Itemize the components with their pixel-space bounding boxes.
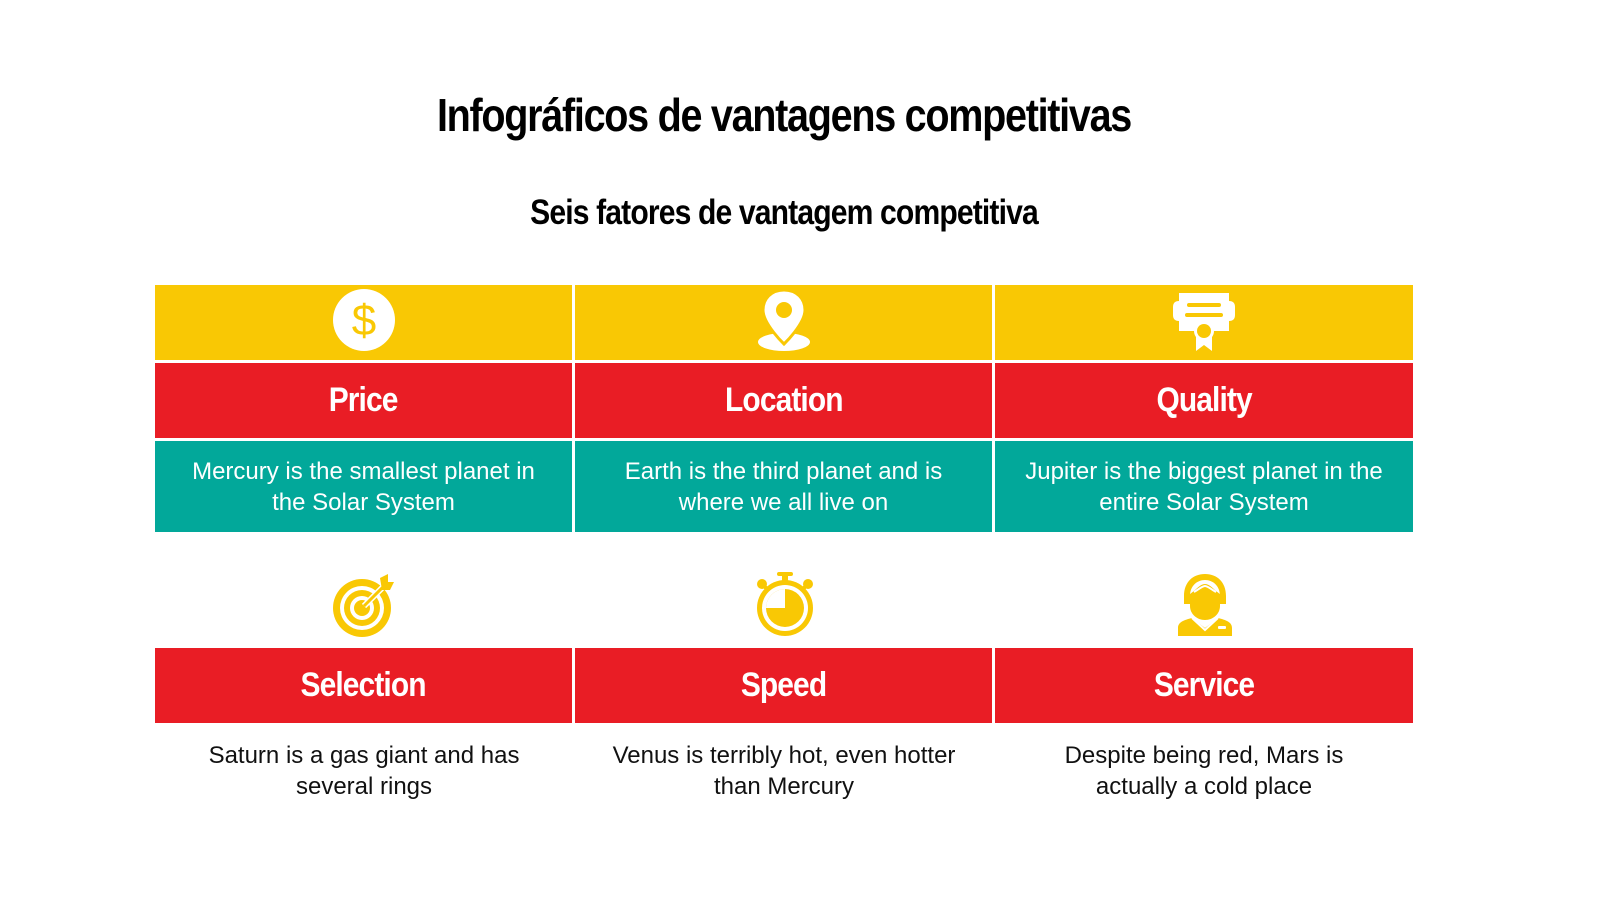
quality-label-cell: Quality bbox=[995, 363, 1413, 438]
factor-description: Mercury is the smallest planet in the So… bbox=[192, 457, 535, 516]
quality-icon-cell bbox=[995, 285, 1413, 360]
factor-label: Price bbox=[329, 381, 399, 419]
price-icon-cell: $ bbox=[155, 285, 572, 360]
support-agent-icon bbox=[1170, 570, 1240, 640]
page-subtitle: Seis fatores de vantagem competitiva bbox=[530, 193, 1039, 232]
factor-label: Service bbox=[1153, 666, 1255, 704]
factor-description: Despite being red, Mars is actually a co… bbox=[1064, 742, 1344, 800]
bottom-factors-grid: Selection Speed Service bbox=[155, 648, 1413, 723]
svg-text:$: $ bbox=[351, 296, 375, 345]
price-label-cell: Price bbox=[155, 363, 572, 438]
location-pin-icon bbox=[756, 288, 812, 357]
location-label-cell: Location bbox=[575, 363, 992, 438]
location-description-cell: Earth is the third planet and is where w… bbox=[575, 441, 992, 532]
certificate-icon bbox=[1171, 287, 1237, 358]
speed-label-cell: Speed bbox=[575, 648, 992, 723]
factor-label: Speed bbox=[740, 666, 827, 704]
page-title: Infográficos de vantagens competitivas bbox=[436, 89, 1132, 141]
factor-description: Jupiter is the biggest planet in the ent… bbox=[1025, 457, 1383, 516]
factor-label: Selection bbox=[300, 666, 427, 704]
factor-label: Location bbox=[724, 381, 844, 419]
factor-description: Earth is the third planet and is where w… bbox=[624, 457, 943, 516]
quality-description-cell: Jupiter is the biggest planet in the ent… bbox=[995, 441, 1413, 532]
target-icon bbox=[328, 570, 398, 640]
service-label-cell: Service bbox=[995, 648, 1413, 723]
factor-label: Quality bbox=[1156, 381, 1252, 419]
price-description-cell: Mercury is the smallest planet in the So… bbox=[155, 441, 572, 532]
stopwatch-icon bbox=[750, 570, 820, 640]
dollar-coin-icon: $ bbox=[332, 288, 396, 357]
top-factors-grid: $ Price Location bbox=[155, 285, 1413, 532]
location-icon-cell bbox=[575, 285, 992, 360]
selection-label-cell: Selection bbox=[155, 648, 572, 723]
factor-description: Saturn is a gas giant and has several ri… bbox=[208, 742, 520, 800]
factor-description: Venus is terribly hot, even hotter than … bbox=[612, 742, 956, 800]
